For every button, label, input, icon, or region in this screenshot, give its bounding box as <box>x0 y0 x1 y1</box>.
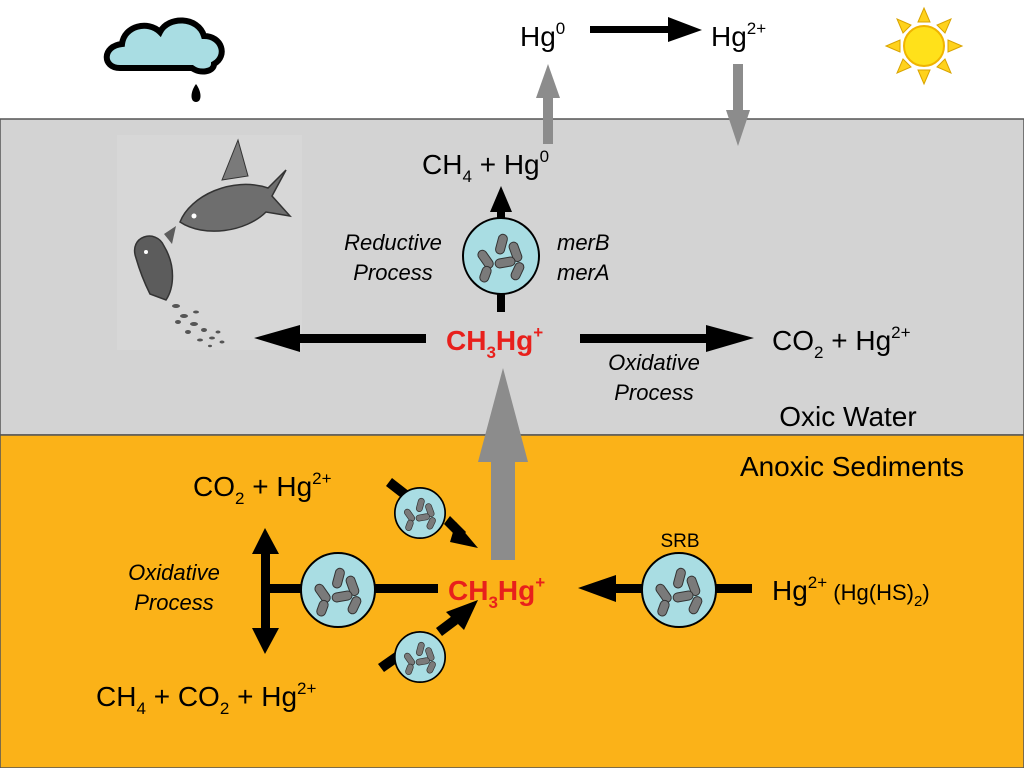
microbe-icon <box>300 552 376 628</box>
microbe-icon <box>462 217 540 295</box>
anoxic-oxidative-line1: Oxidative <box>128 560 220 585</box>
oxic-oxidative-line2: Process <box>614 380 693 405</box>
reductive-process-line2: Process <box>353 260 432 285</box>
reductive-process-line1: Reductive <box>344 230 442 255</box>
grey-arrow-volatilization <box>536 64 560 144</box>
oxic-right-product-label: CO2 + Hg2+ <box>772 323 911 362</box>
black-arrows <box>252 17 754 672</box>
srb-label: SRB <box>660 531 699 552</box>
atmosphere-hg2-label: Hg2+ <box>711 19 766 52</box>
microbe-icon <box>393 630 447 684</box>
microbe-icon <box>641 552 717 628</box>
sun-icon <box>884 6 964 86</box>
anoxic-upper-left-label: CO2 + Hg2+ <box>193 469 332 508</box>
gene-merb-label: merB <box>557 230 610 255</box>
fish-icon <box>117 135 302 350</box>
anoxic-sediments-label: Anoxic Sediments <box>740 451 964 482</box>
atmosphere-hg0-label: Hg0 <box>520 19 565 52</box>
grey-arrow-diffusion <box>478 368 528 560</box>
microbe-icon <box>393 486 447 540</box>
rain-cloud-icon <box>103 17 225 102</box>
gene-mera-label: merA <box>557 260 610 285</box>
anoxic-methylmercury-label: CH3Hg+ <box>448 573 545 612</box>
oxic-methylmercury-label: CH3Hg+ <box>446 323 543 362</box>
grey-arrow-deposition <box>726 64 750 146</box>
anoxic-lower-left-label: CH4 + CO2 + Hg2+ <box>96 679 316 718</box>
oxic-top-product-label: CH4 + Hg0 <box>422 147 549 186</box>
anoxic-oxidative-line2: Process <box>134 590 213 615</box>
oxic-water-label: Oxic Water <box>779 401 916 432</box>
anoxic-hg-source-label: Hg2+ (Hg(HS)2) <box>772 573 930 610</box>
oxic-oxidative-line1: Oxidative <box>608 350 700 375</box>
